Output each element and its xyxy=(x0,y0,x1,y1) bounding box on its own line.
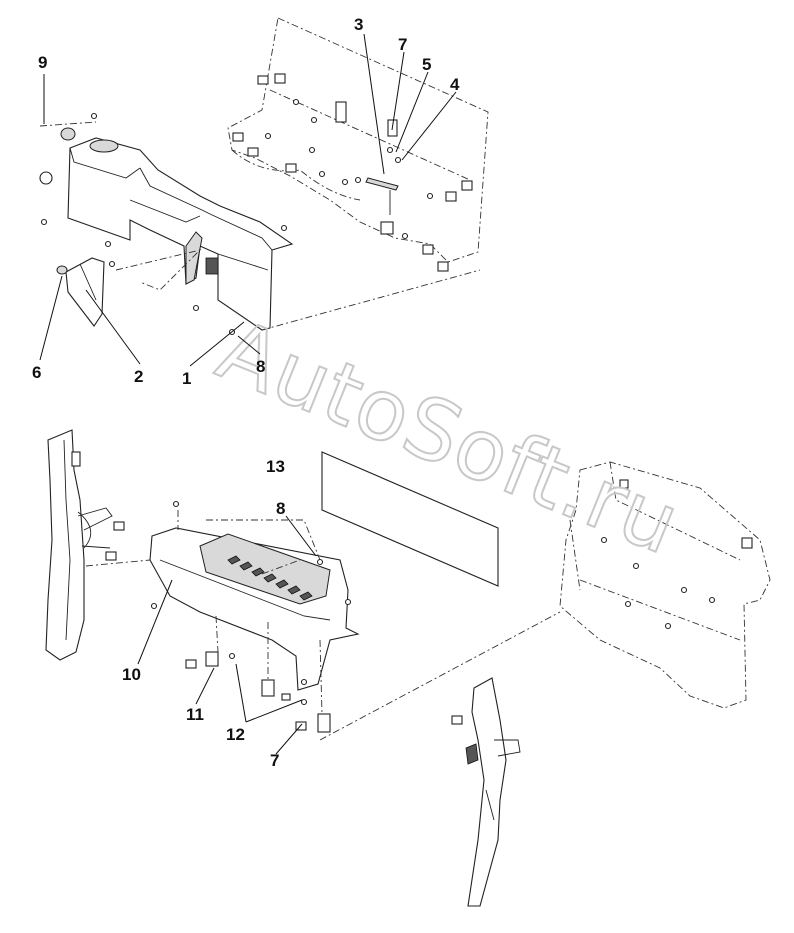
callout-13: 13 xyxy=(266,457,285,476)
callout-1: 1 xyxy=(182,369,191,388)
right-rear-panel xyxy=(559,461,771,709)
callout-6: 6 xyxy=(32,363,41,382)
lower-fasteners xyxy=(150,500,352,733)
callout-8: 8 xyxy=(256,357,265,376)
callout-9: 9 xyxy=(38,53,47,72)
dash-lower-trim xyxy=(149,527,360,691)
callout-8: 8 xyxy=(276,499,285,518)
leader-lines xyxy=(39,33,457,755)
callout-labels: 9 3 7 5 4 6 2 1 8 13 8 10 11 12 7 xyxy=(32,15,460,770)
callout-7: 7 xyxy=(398,35,407,54)
callout-5: 5 xyxy=(422,55,431,74)
callout-10: 10 xyxy=(122,665,141,684)
callout-11: 11 xyxy=(186,705,204,724)
callout-4: 4 xyxy=(450,75,460,94)
callout-3: 3 xyxy=(354,15,363,34)
callout-7: 7 xyxy=(270,751,279,770)
left-pillar-trim xyxy=(45,429,125,661)
dash-upper-trim xyxy=(67,137,294,331)
callout-12: 12 xyxy=(226,725,245,744)
side-panel-part-2 xyxy=(65,257,105,327)
flat-panel-part-13 xyxy=(321,451,499,587)
grille-slats xyxy=(227,555,313,601)
right-pillar-trim xyxy=(451,677,521,907)
callout-2: 2 xyxy=(134,367,143,386)
